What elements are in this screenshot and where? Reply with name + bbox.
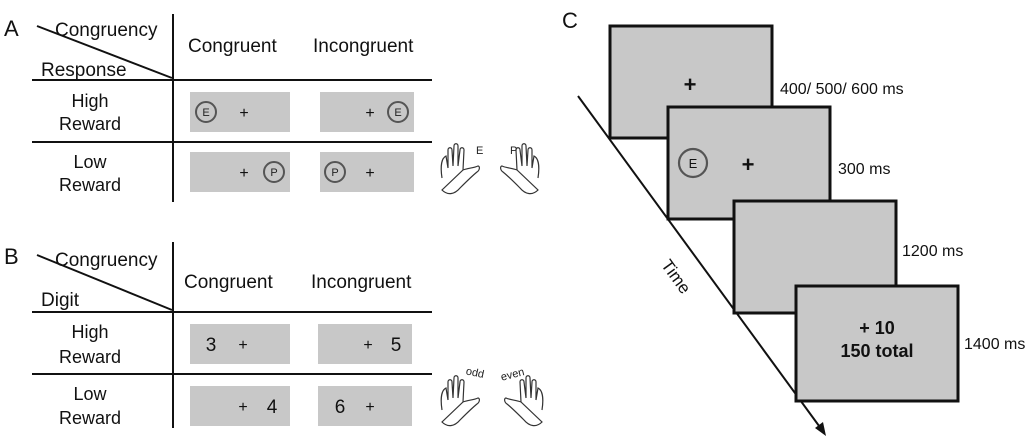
frame-4-duration: 1400 ms: [964, 336, 1025, 353]
stimulus-letter: E: [202, 107, 209, 119]
fixation-plus: +: [239, 105, 248, 122]
panel-a-cell-high-congruent: E +: [190, 92, 290, 132]
panel-b-cell-high-incongruent: + 5: [318, 324, 412, 364]
fixation-plus: +: [365, 165, 374, 182]
stimulus-circle: [387, 101, 409, 123]
panel-b-corner-diagonal: [36, 254, 173, 311]
panel-a-col-incongruent: Incongruent: [313, 36, 414, 57]
stimulus-digit: 3: [206, 335, 217, 356]
panel-a-cell-low-incongruent: P +: [320, 152, 414, 192]
panel-a-row-low-line1: Low: [73, 152, 107, 172]
fixation-plus: +: [238, 337, 247, 354]
panel-a-corner-top: Congruency: [55, 20, 158, 41]
stimulus-digit: 5: [391, 335, 402, 356]
panel-a-row-high-line1: High: [71, 91, 108, 111]
panel-a-left-hand-icon: [440, 143, 480, 195]
trial-frame-4: + 10 150 total: [794, 284, 960, 403]
panel-b-letter: B: [4, 244, 19, 269]
panel-a-corner-bottom: Response: [41, 60, 127, 81]
panel-a-left-hand-label: E: [476, 145, 483, 157]
frame-fixation-plus: +: [742, 152, 755, 177]
panel-b-row-low-line2: Reward: [59, 408, 121, 428]
panel-a-right-hand-label: P: [510, 145, 517, 157]
frame-3-duration: 1200 ms: [902, 243, 963, 260]
panel-c-letter: C: [562, 8, 578, 33]
panel-b-row-high-line1: High: [71, 322, 108, 342]
stimulus-circle: [195, 101, 217, 123]
panel-b-row-high-line2: Reward: [59, 347, 121, 367]
panel-a-cell-high-incongruent: + E: [320, 92, 414, 132]
feedback-points: + 10: [859, 318, 895, 338]
panel-a-cell-low-congruent: + P: [190, 152, 290, 192]
fixation-plus: +: [363, 337, 372, 354]
panel-b: B Congruency Digit Congruent Incongruent…: [4, 242, 544, 428]
frame-2-duration: 300 ms: [838, 161, 890, 178]
panel-b-col-incongruent: Incongruent: [311, 272, 412, 293]
fixation-plus: +: [365, 399, 374, 416]
fixation-plus: +: [239, 165, 248, 182]
panel-c: C Time + 400/ 500/ 600 ms E + 300 ms 120…: [562, 8, 1025, 436]
stimulus-circle: [263, 161, 285, 183]
panel-b-corner-top: Congruency: [55, 250, 158, 271]
panel-b-left-hand-label: odd: [465, 365, 485, 381]
panel-a-row-low-line2: Reward: [59, 175, 121, 195]
time-axis-line: [577, 95, 823, 431]
stimulus-circle: [677, 147, 709, 179]
stimulus-circle: [324, 161, 346, 183]
panel-a: A Congruency Response Congruent Incongru…: [4, 14, 540, 202]
frame-fixation-plus: +: [684, 72, 697, 97]
panel-b-cell-high-congruent: 3 +: [190, 324, 290, 364]
panel-b-cell-low-incongruent: 6 +: [318, 386, 412, 426]
panel-a-right-hand-icon: [500, 143, 540, 195]
stimulus-letter: E: [689, 156, 698, 171]
panel-b-right-hand-icon: [504, 375, 544, 427]
panel-a-letter: A: [4, 16, 19, 41]
panel-b-col-congruent: Congruent: [184, 272, 273, 293]
frame-1-duration: 400/ 500/ 600 ms: [780, 81, 904, 98]
panel-a-col-congruent: Congruent: [188, 36, 277, 57]
panel-a-corner-diagonal: [36, 25, 173, 79]
stimulus-letter: P: [331, 167, 338, 179]
feedback-total: 150 total: [840, 341, 913, 361]
stimulus-digit: 4: [267, 397, 278, 418]
panel-b-left-hand-icon: [440, 375, 480, 427]
panel-a-row-high-line2: Reward: [59, 114, 121, 134]
stimulus-letter: E: [394, 107, 401, 119]
fixation-plus: +: [365, 105, 374, 122]
panel-b-cell-low-congruent: + 4: [190, 386, 290, 426]
time-axis-label: Time: [657, 256, 694, 297]
time-axis-arrowhead: [815, 422, 826, 436]
stimulus-digit: 6: [335, 397, 346, 418]
panel-b-right-hand-label: even: [500, 366, 526, 383]
panel-b-row-low-line1: Low: [73, 384, 107, 404]
stimulus-letter: P: [270, 167, 277, 179]
fixation-plus: +: [238, 399, 247, 416]
panel-b-corner-bottom: Digit: [41, 290, 80, 311]
